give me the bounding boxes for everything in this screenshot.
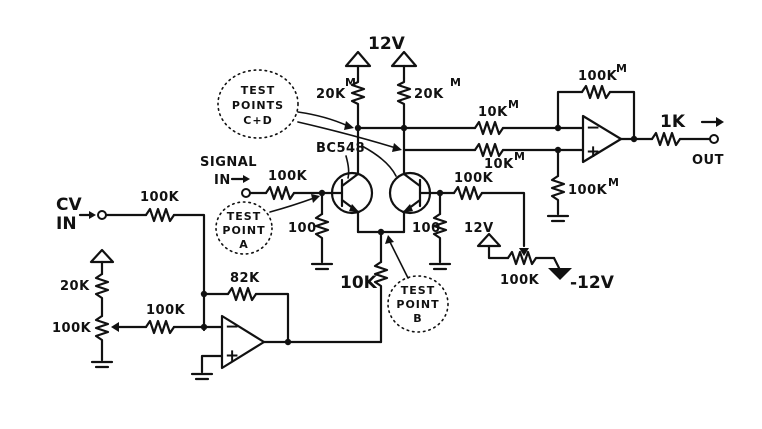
tail-resistor-label: 10K [340, 273, 378, 293]
cv-resistor-100k [144, 207, 176, 223]
cv-arrow-icon [78, 211, 96, 219]
ohm-mark-4: M [514, 150, 526, 163]
ohm-mark-5: M [616, 62, 628, 75]
supply-12v-trim [476, 232, 510, 260]
test-points-cd-bubble: TEST POINTS C+D [217, 69, 299, 139]
pot-input-resistor-100k [144, 319, 176, 335]
base-resistor-100-right [432, 212, 448, 264]
opamp-output: − + [581, 114, 623, 164]
signal-resistor-100k [264, 185, 296, 201]
supply-12v-right [390, 50, 418, 80]
output-terminal [709, 134, 719, 144]
collector-resistor-left-label: 20K [316, 87, 346, 102]
resistor-100k-ground-label: 100K [568, 183, 608, 198]
svg-text:+: + [225, 346, 239, 366]
feedback-resistor-82k [226, 286, 258, 302]
ohm-mark-2: M [450, 76, 462, 89]
ohm-mark-3: M [508, 98, 520, 111]
resistor-10k-a [473, 120, 505, 136]
svg-text:POINT: POINT [222, 224, 265, 237]
svg-text:POINT: POINT [396, 298, 439, 311]
signal-label-1: SIGNAL [200, 155, 257, 170]
resistor-100k-bias-label: 100K [454, 171, 494, 186]
cv-resistor-label: 100K [140, 190, 180, 205]
trim-pot-100k [506, 250, 556, 266]
trim-neg-12v-label: -12V [570, 273, 615, 293]
cv-label-1: CV [56, 195, 82, 215]
svg-text:C+D: C+D [243, 114, 272, 127]
ground-symbol-3 [428, 262, 452, 271]
resistor-100k-bias [452, 185, 484, 201]
svg-text:−: − [225, 317, 239, 337]
supply-12v-label: 12V [368, 34, 406, 54]
output-resistor-1k [650, 131, 682, 147]
feedback-resistor-label: 100K [578, 69, 618, 84]
base-resistor-left-label: 100 [288, 221, 317, 236]
transistor-right [388, 148, 442, 234]
test-point-a-bubble: TEST POINT A [215, 201, 273, 255]
pot-input-resistor-label: 100K [146, 303, 186, 318]
output-label: OUT [692, 153, 724, 168]
feedback-82k-label: 82K [230, 271, 260, 286]
svg-text:TEST: TEST [227, 210, 261, 223]
svg-text:TEST: TEST [241, 84, 275, 97]
collector-resistor-right [396, 76, 412, 152]
ground-symbol-4 [90, 360, 114, 369]
feedback-resistor-100k [580, 84, 612, 100]
tail-resistor-10k [373, 260, 389, 344]
ground-symbol-2 [310, 262, 334, 271]
supply-pot-top [89, 248, 115, 264]
output-arrow-icon [700, 117, 724, 127]
supply-12v-left [344, 50, 372, 80]
svg-text:POINTS: POINTS [232, 99, 284, 112]
signal-resistor-label: 100K [268, 169, 308, 184]
resistor-100k-ground [550, 174, 566, 216]
pot-resistor-100k [94, 314, 110, 362]
svg-text:A: A [239, 238, 249, 251]
pot-20k-label: 20K [60, 279, 90, 294]
collector-resistor-left [350, 76, 366, 130]
collector-resistor-right-label: 20K [414, 87, 444, 102]
transistor-left [320, 126, 374, 234]
signal-arrow-icon [230, 175, 250, 183]
svg-text:+: + [586, 142, 600, 162]
output-resistor-label: 1K [660, 112, 686, 132]
resistor-10k-b-label: 10K [484, 157, 514, 172]
pot-resistor-20k [94, 272, 110, 318]
trim-12v-label: 12V [464, 221, 494, 236]
opamp-cv: − + [220, 314, 266, 370]
ohm-mark-6: M [608, 176, 620, 189]
pot-100k-label: 100K [52, 321, 92, 336]
cv-label-2: IN [56, 214, 77, 234]
ohm-mark-1: M [345, 76, 357, 89]
resistor-10k-a-label: 10K [478, 105, 508, 120]
svg-text:B: B [413, 312, 422, 325]
ground-symbol-1 [546, 214, 570, 223]
svg-text:TEST: TEST [401, 284, 435, 297]
signal-input-terminal [241, 188, 251, 198]
base-resistor-100-left [314, 212, 330, 264]
trim-pot-label: 100K [500, 273, 540, 288]
transistor-bc548-label: BC548 [316, 141, 365, 156]
resistor-10k-b [473, 142, 505, 158]
supply-neg-12v [548, 256, 572, 280]
base-resistor-right-label: 100 [412, 221, 441, 236]
svg-text:−: − [586, 118, 600, 138]
cv-input-terminal [97, 210, 107, 220]
ground-symbol-5 [190, 372, 214, 381]
test-point-b-bubble: TEST POINT B [387, 275, 449, 333]
signal-label-2: IN [214, 173, 231, 188]
